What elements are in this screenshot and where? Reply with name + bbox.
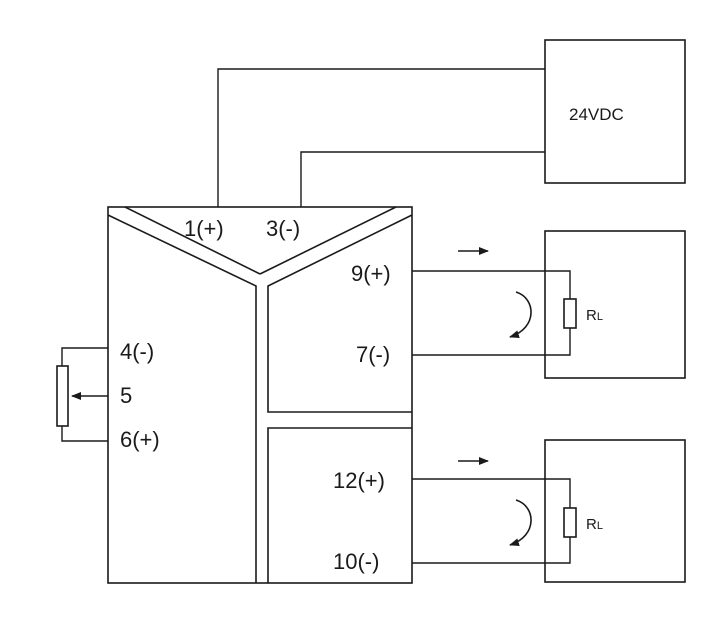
loop2-wire-negative xyxy=(412,537,571,564)
pot-wire-bottom xyxy=(61,426,108,442)
terminal-12-label: 12(+) xyxy=(333,468,385,493)
terminal-9-label: 9(+) xyxy=(351,261,391,286)
load-resistor-1 xyxy=(563,298,577,329)
supply-wire-positive xyxy=(217,68,545,207)
potentiometer xyxy=(56,347,108,442)
transmitter-module xyxy=(107,206,413,584)
power-supply-label: 24VDC xyxy=(569,105,624,124)
loop-arrow-1 xyxy=(509,291,532,339)
module-divider-top-right xyxy=(259,206,397,275)
load-resistor-1-label: RL xyxy=(586,307,603,324)
module-divider-top-left xyxy=(124,206,261,275)
module-divider-lower xyxy=(267,427,412,583)
terminal-3-label: 3(-) xyxy=(266,216,300,241)
loop2-wire-positive xyxy=(412,478,571,508)
load-box-1 xyxy=(544,230,686,379)
module-divider-left xyxy=(107,214,257,583)
pot-body xyxy=(56,365,69,427)
supply-wire-negative xyxy=(300,151,545,207)
terminal-4-label: 4(-) xyxy=(120,339,154,364)
terminal-10-label: 10(-) xyxy=(333,549,379,574)
terminal-5-label: 5 xyxy=(120,383,132,408)
loop1-wire-negative xyxy=(412,328,571,356)
loop-arrow-2 xyxy=(509,499,532,547)
terminal-7-label: 7(-) xyxy=(356,342,390,367)
loop1-wire-positive xyxy=(412,270,571,299)
output-loop-2: RL xyxy=(412,439,686,583)
terminal-6-label: 6(+) xyxy=(120,427,160,452)
output-loop-1: RL xyxy=(412,230,686,379)
module-divider-right xyxy=(267,214,413,413)
power-supply-box: 24VDC xyxy=(544,39,686,184)
load-box-2 xyxy=(544,439,686,583)
load-resistor-2-label: RL xyxy=(586,516,603,533)
pot-wire-top xyxy=(61,347,108,366)
terminal-1-label: 1(+) xyxy=(184,216,224,241)
load-resistor-2 xyxy=(563,507,577,538)
